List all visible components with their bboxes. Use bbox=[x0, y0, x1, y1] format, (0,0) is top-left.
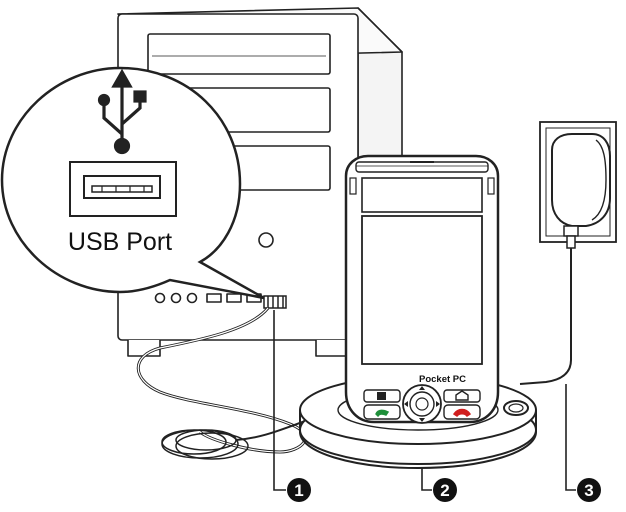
home-icon bbox=[455, 390, 469, 401]
marker-1-leader bbox=[273, 310, 286, 491]
navigation-pad[interactable] bbox=[402, 384, 442, 424]
marker-3: 3 bbox=[577, 478, 601, 502]
power-adapter bbox=[551, 133, 611, 249]
usb-port-label: USB Port bbox=[68, 228, 172, 256]
svg-text:3: 3 bbox=[584, 481, 593, 500]
marker-3-leader bbox=[565, 384, 576, 491]
home-button[interactable] bbox=[443, 389, 481, 403]
marker-1: 1 bbox=[287, 478, 311, 502]
calendar-icon bbox=[377, 392, 386, 400]
end-call-icon bbox=[452, 408, 472, 418]
svg-text:1: 1 bbox=[294, 481, 303, 500]
pocket-pc: Pocket PC bbox=[344, 154, 500, 424]
marker-2-leader bbox=[421, 468, 432, 491]
usb-icon bbox=[97, 68, 147, 155]
svg-text:2: 2 bbox=[440, 481, 449, 500]
marker-2: 2 bbox=[433, 478, 457, 502]
usb-plug-tower bbox=[263, 295, 287, 309]
usb-port-icon bbox=[69, 161, 177, 217]
cradle-usb-cable bbox=[235, 419, 309, 441]
usb-port-callout: USB Port bbox=[0, 66, 265, 300]
pocket-pc-screen bbox=[361, 215, 483, 365]
power-cable bbox=[519, 248, 572, 385]
pocket-pc-brand: Pocket PC bbox=[419, 374, 466, 385]
call-icon bbox=[375, 409, 390, 418]
